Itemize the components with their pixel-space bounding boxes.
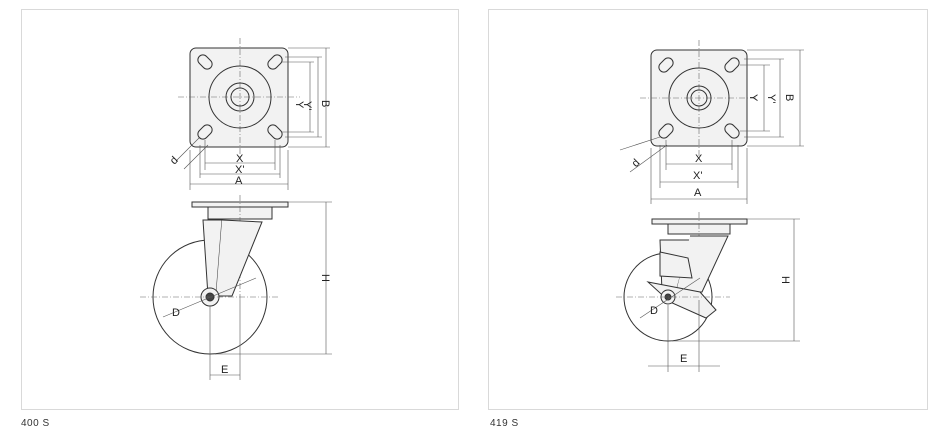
dim-label-b: B bbox=[319, 100, 331, 107]
dim-label-x-prime: X' bbox=[693, 170, 702, 182]
dim-label-E: E bbox=[680, 353, 687, 365]
dim-label-y-prime: Y' bbox=[765, 94, 777, 103]
dim-label-x: X bbox=[236, 153, 244, 165]
dim-label-y: Y bbox=[293, 101, 305, 109]
top-plate-view: X X' A Y Y' B d bbox=[168, 38, 331, 190]
bolt-slot bbox=[267, 54, 283, 70]
dim-label-x: X bbox=[695, 153, 703, 165]
dim-label-H: H bbox=[319, 274, 331, 282]
bolt-slot bbox=[267, 124, 283, 140]
bolt-slot bbox=[197, 54, 213, 70]
dim-label-D: D bbox=[650, 305, 658, 317]
bolt-slot bbox=[724, 57, 740, 73]
dim-label-a: A bbox=[235, 175, 243, 187]
brake-lever bbox=[659, 251, 693, 279]
model-caption-left: 400 S bbox=[21, 418, 50, 429]
top-plate-view: X X' A Y Y' B d bbox=[619, 40, 804, 204]
side-view: D H E bbox=[616, 212, 800, 372]
mounting-plate bbox=[651, 218, 748, 225]
top-plate bbox=[189, 47, 289, 148]
model-caption-right: 419 S bbox=[490, 418, 519, 429]
dim-label-y: Y bbox=[747, 94, 759, 102]
bolt-slot bbox=[658, 123, 674, 139]
dim-label-a: A bbox=[694, 187, 702, 199]
side-view: D H E bbox=[140, 195, 332, 380]
dim-label-d: d bbox=[630, 157, 643, 170]
kingpin-boss bbox=[668, 67, 730, 129]
dim-label-b: B bbox=[783, 94, 795, 101]
dim-label-y-prime: Y' bbox=[301, 101, 313, 110]
bolt-slot bbox=[658, 57, 674, 73]
dim-label-x-prime: X' bbox=[235, 164, 244, 176]
dim-label-H: H bbox=[779, 276, 791, 284]
kingpin-boss bbox=[208, 65, 272, 129]
dim-label-D: D bbox=[172, 307, 180, 319]
dim-label-E: E bbox=[221, 364, 228, 376]
bolt-slot bbox=[724, 123, 740, 139]
